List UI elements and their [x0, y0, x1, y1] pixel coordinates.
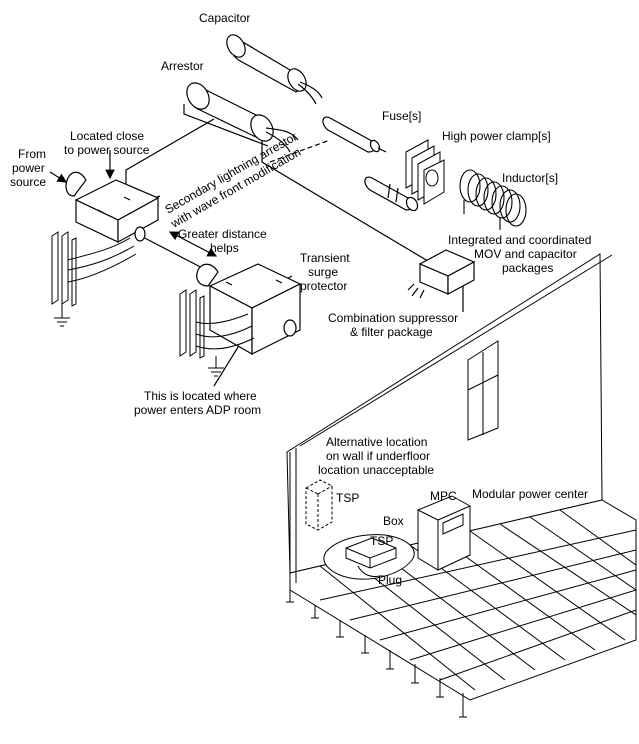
label-transient-line2: surge	[308, 265, 338, 279]
label-alternative-line3: location unacceptable	[318, 463, 434, 477]
secondary-arrestor-box	[65, 171, 160, 244]
wall-tsp-box	[305, 479, 333, 531]
ground-bus-right	[179, 289, 255, 377]
label-secondary-arrestor-line1: Secondary lightning arrestor	[163, 129, 300, 216]
computer-room-floor	[286, 253, 637, 718]
label-from-power-line1: From	[18, 147, 46, 161]
ground-bus-left	[51, 231, 137, 327]
label-high-power-clamp: High power clamp[s]	[442, 129, 551, 143]
label-located-close-line1: Located close	[70, 129, 144, 143]
label-from-power-line2: power	[12, 161, 45, 175]
arrestor-cylinder	[186, 82, 299, 153]
label-capacitor: Capacitor	[199, 11, 250, 25]
label-from-power-line3: source	[10, 175, 46, 189]
inductor-coil	[459, 169, 527, 230]
label-arrestor: Arrestor	[161, 59, 204, 73]
label-located-where-line1: This is located where	[144, 389, 257, 403]
label-located-close-line2: to power source	[64, 143, 150, 157]
label-fuse: Fuse[s]	[382, 109, 421, 123]
label-alternative-line2: on wall if underfloor	[326, 449, 430, 463]
label-secondary-arrestor-line2: with wave front modification	[168, 145, 304, 231]
fuse-component	[322, 116, 419, 212]
label-located-where-line2: power enters ADP room	[134, 403, 261, 417]
label-plug: Plug	[378, 573, 402, 587]
floor-tsp-and-plug	[323, 534, 415, 580]
label-tsp-wall: TSP	[336, 491, 359, 505]
label-transient-line3: protector	[300, 279, 347, 293]
high-power-clamp	[405, 139, 445, 205]
label-integrated-line1: Integrated and coordinated	[448, 233, 591, 247]
label-transient-line1: Transient	[300, 251, 350, 265]
label-mpc: MPC	[430, 489, 457, 503]
label-box: Box	[383, 514, 404, 528]
label-modular-power-center: Modular power center	[472, 487, 588, 501]
mov-capacitor-package	[407, 249, 476, 299]
capacitor-cylinder	[226, 34, 323, 105]
label-greater-distance-line2: helps	[210, 241, 239, 255]
label-alternative-line1: Alternative location	[326, 435, 427, 449]
label-greater-distance-line1: Greater distance	[178, 227, 267, 241]
label-tsp-floor: TSP	[370, 534, 393, 548]
label-inductor: Inductor[s]	[502, 171, 558, 185]
label-combination-line1: Combination suppressor	[328, 311, 458, 325]
label-integrated-line2: MOV and capacitor	[474, 247, 577, 261]
label-combination-line2: & filter package	[350, 325, 433, 339]
mpc-cabinet	[417, 495, 471, 571]
label-integrated-line3: packages	[502, 261, 553, 275]
